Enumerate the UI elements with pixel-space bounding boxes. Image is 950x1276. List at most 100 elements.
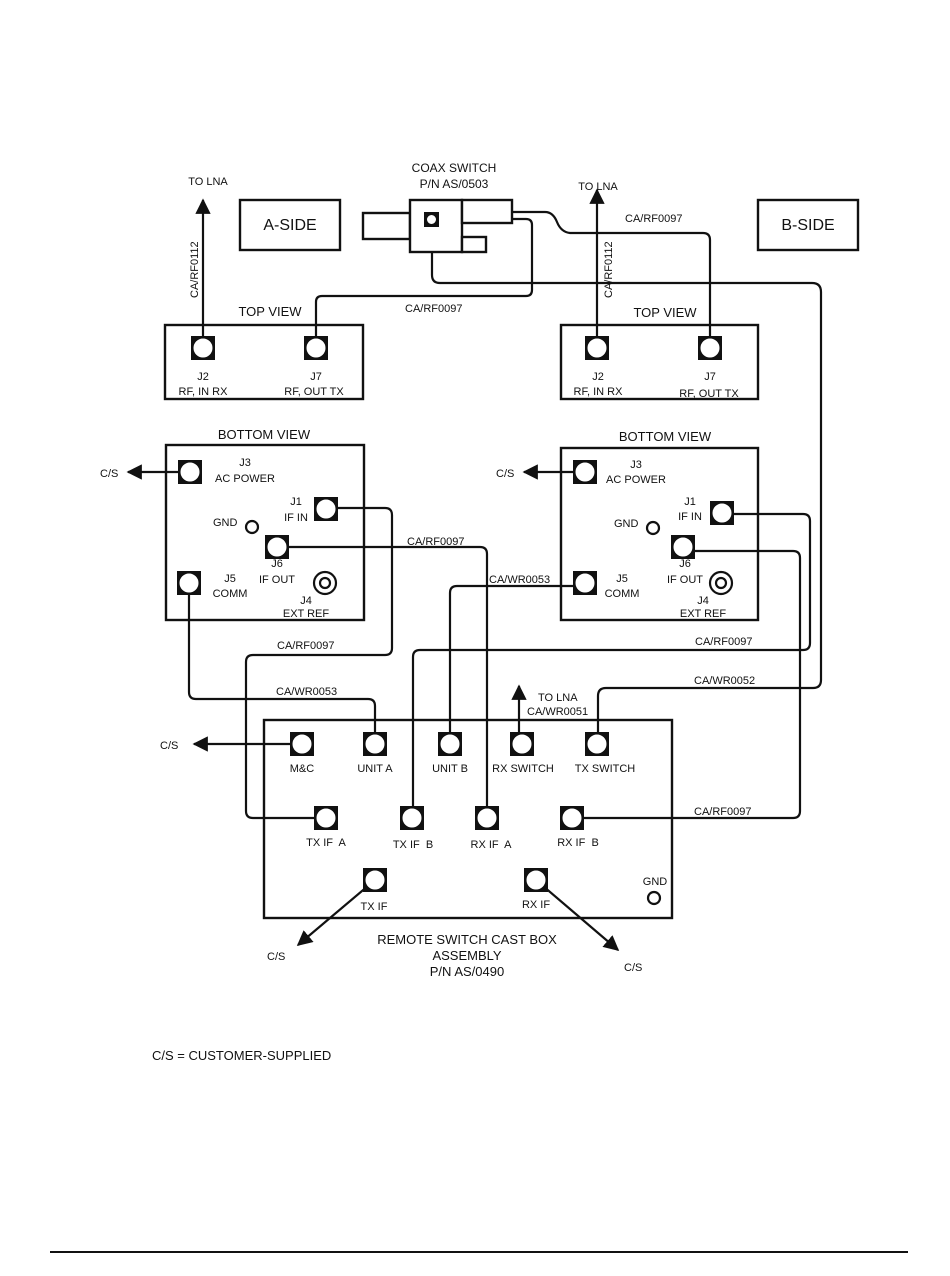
cast-box-to-lna-label: TO LNA: [538, 692, 578, 704]
cast-box-outline: [262, 718, 674, 920]
rx-if-a-label: RX IF A: [471, 839, 513, 851]
wire-switch-to-b-j7: [512, 210, 712, 348]
a-j4-connector[interactable]: [312, 570, 338, 596]
a-side-label: A-SIDE: [263, 217, 316, 234]
b-j1-connector[interactable]: [709, 500, 735, 526]
cast-box-title-line-1: REMOTE SWITCH CAST BOX: [377, 932, 557, 947]
cast-box-title-line-3: P/N AS/0490: [430, 964, 504, 979]
b-j5-id: J5: [616, 573, 628, 585]
rx-if-connector[interactable]: [523, 867, 549, 893]
rx-if-label: RX IF: [522, 899, 550, 911]
a-j2-connector[interactable]: [190, 335, 216, 361]
b-top-view-title: TOP VIEW: [633, 305, 697, 320]
unit-b-connector[interactable]: [437, 731, 463, 757]
remote-switch-cast-box: C/S M&C UNIT A UNIT B RX SWITCH TX SWITC…: [160, 718, 674, 979]
rx-if-a-connector[interactable]: [474, 805, 500, 831]
tx-switch-connector[interactable]: [584, 731, 610, 757]
a-j4-id: J4: [300, 595, 312, 607]
tx-if-connector[interactable]: [362, 867, 388, 893]
b-j3-id: J3: [630, 459, 642, 471]
tx-if-label: TX IF: [361, 901, 388, 913]
a-bottom-view-box: [164, 443, 366, 622]
cast-box-title-line-2: ASSEMBLY: [432, 948, 501, 963]
b-j6-connector[interactable]: [670, 534, 696, 560]
cable-switch-to-a-j7: CA/RF0097: [405, 303, 462, 315]
a-j6-connector[interactable]: [264, 534, 290, 560]
b-gnd-label: GND: [614, 518, 639, 530]
wire-rx-if-to-cs: [535, 879, 620, 951]
a-j5-connector[interactable]: [176, 570, 202, 596]
a-rx-cable-label: CA/RF0112: [189, 241, 201, 298]
a-j7-id: J7: [310, 371, 322, 383]
a-side-label-box: [238, 198, 342, 252]
unit-a-connector[interactable]: [362, 731, 388, 757]
a-j5-desc: COMM: [213, 588, 248, 600]
a-j1-id: J1: [290, 496, 302, 508]
b-j1-id: J1: [684, 496, 696, 508]
wire-a-j5-to-unit-a: [187, 583, 377, 744]
tx-if-b-connector[interactable]: [399, 805, 425, 831]
b-j2-connector[interactable]: [584, 335, 610, 361]
b-j2-desc: RF, IN RX: [574, 386, 624, 398]
b-j6-desc: IF OUT: [667, 574, 703, 586]
b-side-label: B-SIDE: [781, 217, 834, 234]
cable-b-j6-to-rx-if-b: CA/RF0097: [694, 806, 751, 818]
b-j7-connector[interactable]: [697, 335, 723, 361]
coax-switch-right-port-bottom: [460, 235, 488, 254]
rx-if-b-connector[interactable]: [559, 805, 585, 831]
b-gnd-terminal: [645, 520, 661, 536]
wire-switch-to-a-j7: [314, 217, 534, 348]
wire-tx-if-to-cs: [296, 879, 376, 946]
b-to-lna-label: TO LNA: [578, 181, 618, 193]
b-bottom-view-box: [559, 446, 760, 622]
rx-if-b-label: RX IF B: [557, 837, 599, 849]
a-j6-desc: IF OUT: [259, 574, 295, 586]
a-top-view-title: TOP VIEW: [238, 304, 302, 319]
a-j3-desc: AC POWER: [215, 473, 275, 485]
mc-cs-label: C/S: [160, 740, 178, 752]
cable-switch-to-tx-switch: CA/WR0052: [694, 675, 755, 687]
unit-a-label: UNIT A: [357, 763, 393, 775]
a-j7-connector[interactable]: [303, 335, 329, 361]
a-gnd-label: GND: [213, 517, 238, 529]
coax-switch-left-port: [361, 211, 412, 241]
a-j4-desc: EXT REF: [283, 608, 330, 620]
legend-text: C/S = CUSTOMER-SUPPLIED: [152, 1048, 331, 1063]
coax-switch-title: COAX SWITCH: [412, 161, 497, 175]
cable-a-j5-to-unit-a: CA/WR0053: [276, 686, 337, 698]
b-j3-cs-label: C/S: [496, 468, 514, 480]
b-j5-connector[interactable]: [572, 570, 598, 596]
b-j7-id: J7: [704, 371, 716, 383]
rx-switch-connector[interactable]: [509, 731, 535, 757]
b-j3-connector[interactable]: [572, 459, 598, 485]
b-bottom-view-title: BOTTOM VIEW: [619, 429, 712, 444]
b-top-view-box: [559, 323, 760, 401]
mc-label: M&C: [290, 763, 315, 775]
wire-b-j5-to-unit-b: [448, 584, 585, 744]
b-j2-id: J2: [592, 371, 604, 383]
a-j2-desc: RF, IN RX: [179, 386, 229, 398]
mc-connector[interactable]: [289, 731, 315, 757]
wire-b-j1-to-tx-if-b: [411, 512, 812, 818]
cast-box-gnd-terminal: [646, 890, 662, 906]
a-j6-id: J6: [271, 558, 283, 570]
a-j3-connector[interactable]: [177, 459, 203, 485]
b-j4-id: J4: [697, 595, 709, 607]
tx-if-a-label: TX IF A: [306, 837, 346, 849]
b-j3-desc: AC POWER: [606, 474, 666, 486]
rx-switch-label: RX SWITCH: [492, 763, 554, 775]
b-rx-cable-label: CA/RF0112: [603, 241, 615, 298]
a-to-lna-label: TO LNA: [188, 176, 228, 188]
a-j5-id: J5: [224, 573, 236, 585]
coax-switch-right-port-top: [460, 198, 514, 225]
rx-if-cs-label: C/S: [624, 962, 642, 974]
b-j4-connector[interactable]: [708, 570, 734, 596]
a-j1-connector[interactable]: [313, 496, 339, 522]
coax-switch-part-number: P/N AS/0503: [420, 177, 489, 191]
b-j6-id: J6: [679, 558, 691, 570]
a-j3-cs-label: C/S: [100, 468, 118, 480]
tx-if-a-connector[interactable]: [313, 805, 339, 831]
a-bottom-view-title: BOTTOM VIEW: [218, 427, 311, 442]
tx-switch-label: TX SWITCH: [575, 763, 636, 775]
